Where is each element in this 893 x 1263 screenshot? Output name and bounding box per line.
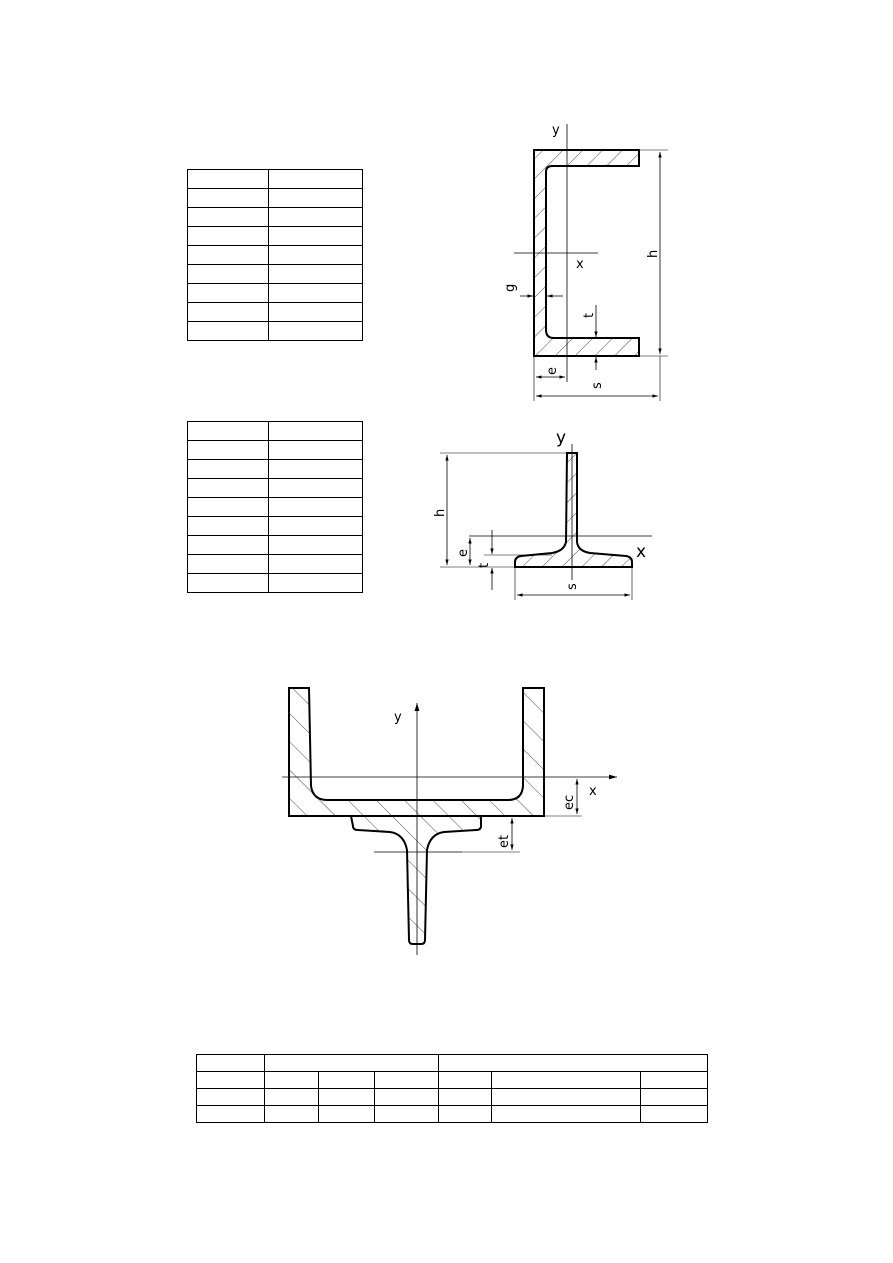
table-row xyxy=(187,459,363,479)
channel-properties-table xyxy=(187,169,363,341)
table-row xyxy=(187,516,363,536)
tee-width-label: s xyxy=(565,583,580,590)
channel-section: y x h s e g t xyxy=(503,123,668,401)
table-row xyxy=(187,478,363,498)
table-row xyxy=(187,283,363,303)
combined-x-label: x xyxy=(589,784,597,799)
channel-x-label: x xyxy=(576,257,584,272)
tee-section: y x h e t s xyxy=(433,428,652,600)
table-row xyxy=(187,497,363,517)
combined-ec-label: ec xyxy=(562,795,577,810)
channel-y-label: y xyxy=(552,123,560,138)
tee-x-label: x xyxy=(636,542,646,562)
channel-g-label: g xyxy=(503,284,518,292)
channel-height-label: h xyxy=(646,250,661,258)
channel-e-label: e xyxy=(545,367,560,375)
tee-t-label: t xyxy=(477,563,492,568)
channel-outline xyxy=(533,149,640,357)
table-row xyxy=(187,421,363,441)
tee-properties-table xyxy=(187,421,363,593)
channel-width-label: s xyxy=(590,382,605,389)
combined-section: y x ec et xyxy=(282,687,617,955)
table-row xyxy=(187,554,363,574)
table-row xyxy=(187,169,363,189)
channel-t-label: t xyxy=(582,313,597,318)
combined-et-label: et xyxy=(497,835,512,848)
tee-outline xyxy=(514,452,633,568)
combined-tee-outline xyxy=(349,815,482,945)
table-row xyxy=(187,573,363,593)
combined-channel-outline xyxy=(288,687,545,817)
table-row xyxy=(187,245,363,265)
summary-table xyxy=(196,1054,709,1123)
table-row xyxy=(196,1071,709,1089)
tee-e-label: e xyxy=(456,549,471,557)
tee-y-label: y xyxy=(556,428,566,448)
table-row xyxy=(187,264,363,284)
table-row xyxy=(187,535,363,555)
table-row xyxy=(196,1105,709,1123)
combined-y-label: y xyxy=(394,710,402,725)
table-row xyxy=(187,321,363,341)
tee-height-label: h xyxy=(433,509,448,517)
